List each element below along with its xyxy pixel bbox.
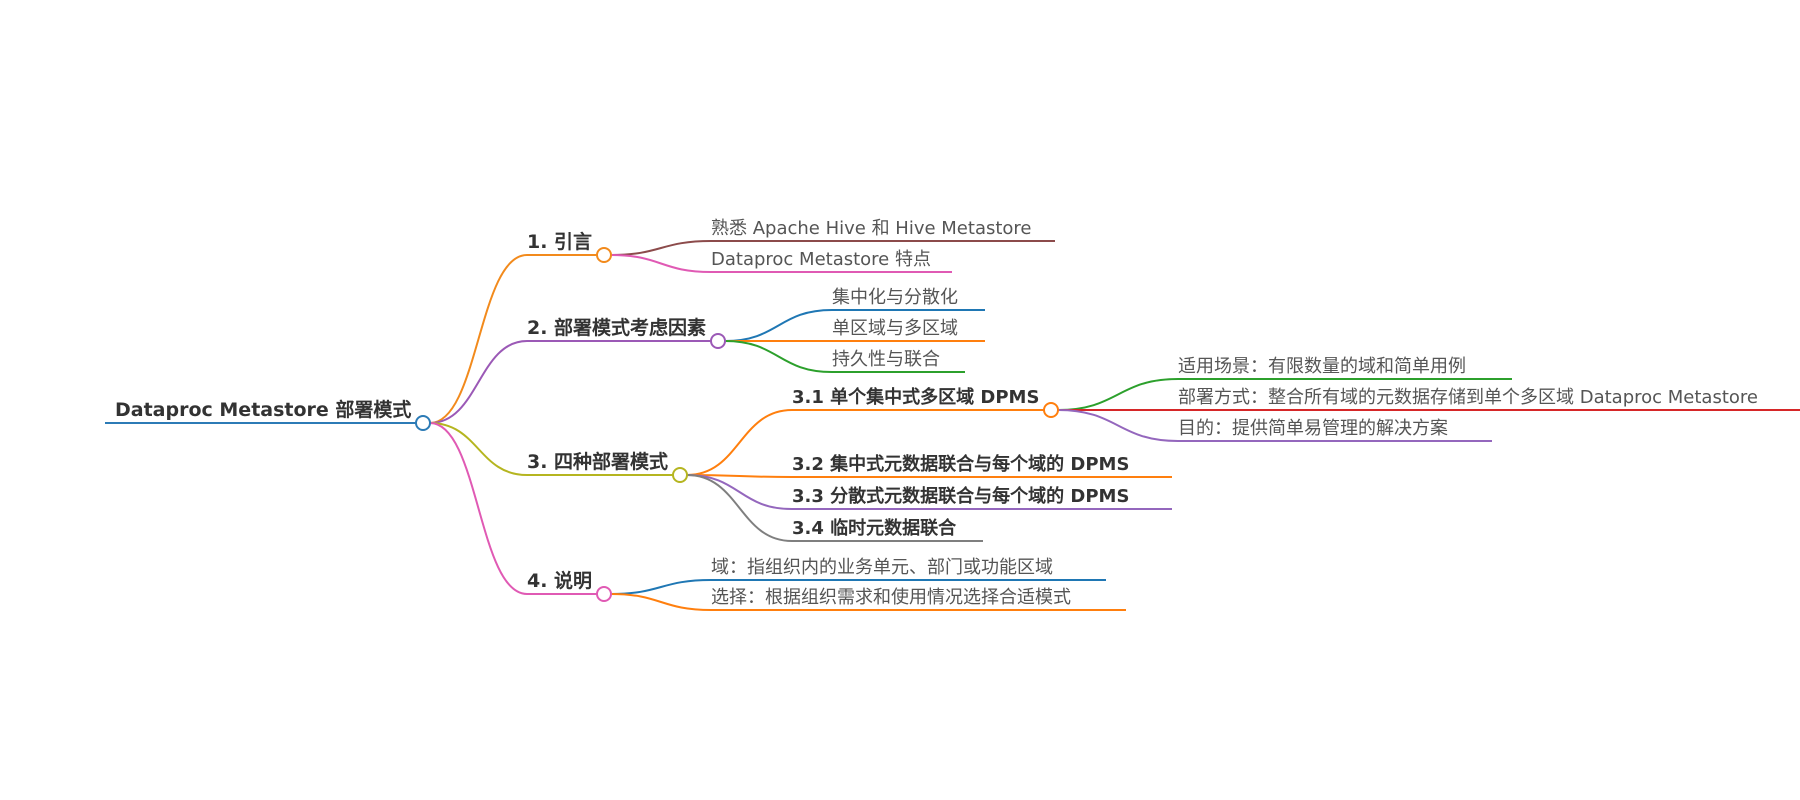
root-topic[interactable]: Dataproc Metastore 部署模式 <box>115 399 412 421</box>
detail-deployment-method[interactable]: 部署方式：整合所有域的元数据存储到单个多区域 Dataproc Metastor… <box>1178 387 1758 408</box>
detail-connector-3 <box>1057 409 1179 442</box>
subtopic-domain-definition[interactable]: 域：指组织内的业务单元、部门或功能区域 <box>711 557 1053 578</box>
child-connector-3-4 <box>686 474 793 542</box>
topic-introduction[interactable]: 1. 引言 <box>527 231 593 253</box>
subtopic-dpms-features[interactable]: Dataproc Metastore 特点 <box>711 249 931 270</box>
subtopic-mode-3-3[interactable]: 3.3 分散式元数据联合与每个域的 DPMS <box>792 486 1130 507</box>
branch-connector-2 <box>429 340 528 424</box>
subtopic-centralized-vs-decentralized[interactable]: 集中化与分散化 <box>832 287 958 308</box>
child-connector-4-2 <box>610 593 712 611</box>
subtopic-single-vs-multi-region[interactable]: 单区域与多区域 <box>832 318 958 339</box>
topic-notes[interactable]: 4. 说明 <box>527 570 593 592</box>
branch-collapse-knob-2[interactable] <box>710 333 726 349</box>
subtopic-mode-3-2[interactable]: 3.2 集中式元数据联合与每个域的 DPMS <box>792 454 1130 475</box>
child-connector-2-1 <box>724 309 833 342</box>
detail-purpose[interactable]: 目的：提供简单易管理的解决方案 <box>1178 418 1448 439</box>
topic-deployment-factors[interactable]: 2. 部署模式考虑因素 <box>527 317 707 339</box>
branch-collapse-knob-4[interactable] <box>596 586 612 602</box>
child-connector-4-1 <box>610 579 712 595</box>
subtopic-mode-3-4[interactable]: 3.4 临时元数据联合 <box>792 518 957 539</box>
branch-collapse-knob-1[interactable] <box>596 247 612 263</box>
subtopic-mode-3-1[interactable]: 3.1 单个集中式多区域 DPMS <box>792 387 1040 408</box>
subtopic-hive-familiarity[interactable]: 熟悉 Apache Hive 和 Hive Metastore <box>711 218 1032 239</box>
child-collapse-knob-3-1[interactable] <box>1043 402 1059 418</box>
child-connector-2-3 <box>724 340 833 373</box>
detail-connector-1 <box>1057 378 1179 411</box>
child-connector-3-1 <box>686 409 793 476</box>
branch-connector-4 <box>429 422 528 595</box>
subtopic-selection-guidance[interactable]: 选择：根据组织需求和使用情况选择合适模式 <box>711 587 1071 608</box>
child-connector-1-2 <box>610 254 712 273</box>
child-connector-3-3 <box>686 474 793 510</box>
root-collapse-knob[interactable] <box>415 415 431 431</box>
subtopic-persistence-vs-federation[interactable]: 持久性与联合 <box>832 349 940 370</box>
branch-connector-3 <box>429 422 528 476</box>
detail-use-case[interactable]: 适用场景：有限数量的域和简单用例 <box>1178 356 1466 377</box>
topic-four-deployment-modes[interactable]: 3. 四种部署模式 <box>527 451 669 473</box>
branch-collapse-knob-3[interactable] <box>672 467 688 483</box>
child-connector-1-1 <box>610 240 712 256</box>
branch-connector-1 <box>429 254 528 424</box>
